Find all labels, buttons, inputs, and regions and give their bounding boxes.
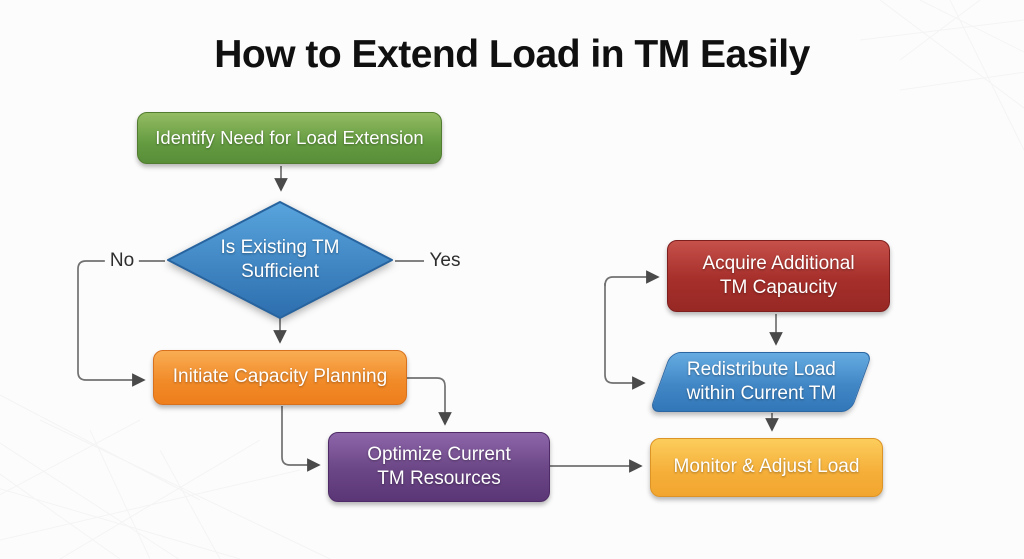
edge-initiate-to-optimize-left [281, 406, 321, 472]
edge-branch-to-redistribute [604, 283, 646, 390]
node-monitor-adjust: Monitor & Adjust Load [650, 438, 883, 497]
node-optimize-resources: Optimize Current TM Resources [328, 432, 550, 502]
edge-label-no: No [104, 250, 140, 272]
edge-branch-to-acquire [604, 270, 660, 287]
page-title: How to Extend Load in TM Easily [214, 33, 810, 76]
edge-decision-no-to-initiate [77, 260, 165, 387]
node-decision-label-wrap: Is Existing TM Sufficient [165, 200, 395, 320]
node-acquire-capacity-label: Acquire Additional TM Capaucity [702, 252, 855, 298]
edge-label-yes: Yes [424, 250, 466, 272]
node-optimize-resources-label: Optimize Current TM Resources [367, 443, 511, 489]
node-decision-sufficient: Is Existing TM Sufficient [165, 200, 395, 320]
node-monitor-adjust-label: Monitor & Adjust Load [673, 456, 860, 478]
node-decision-label: Is Existing TM Sufficient [220, 236, 340, 282]
node-identify-need: Identify Need for Load Extension [137, 112, 442, 164]
node-initiate-planning-label: Initiate Capacity Planning [172, 366, 388, 388]
node-initiate-planning: Initiate Capacity Planning [153, 350, 407, 405]
node-redistribute-load: Redistribute Load within Current TM [649, 352, 873, 412]
node-acquire-capacity: Acquire Additional TM Capaucity [667, 240, 890, 312]
diamond-shape [167, 201, 393, 319]
node-identify-need-label: Identify Need for Load Extension [155, 127, 424, 149]
edge-initiate-to-optimize-top [407, 377, 452, 426]
node-redistribute-load-label: Redistribute Load within Current TM [686, 358, 836, 404]
